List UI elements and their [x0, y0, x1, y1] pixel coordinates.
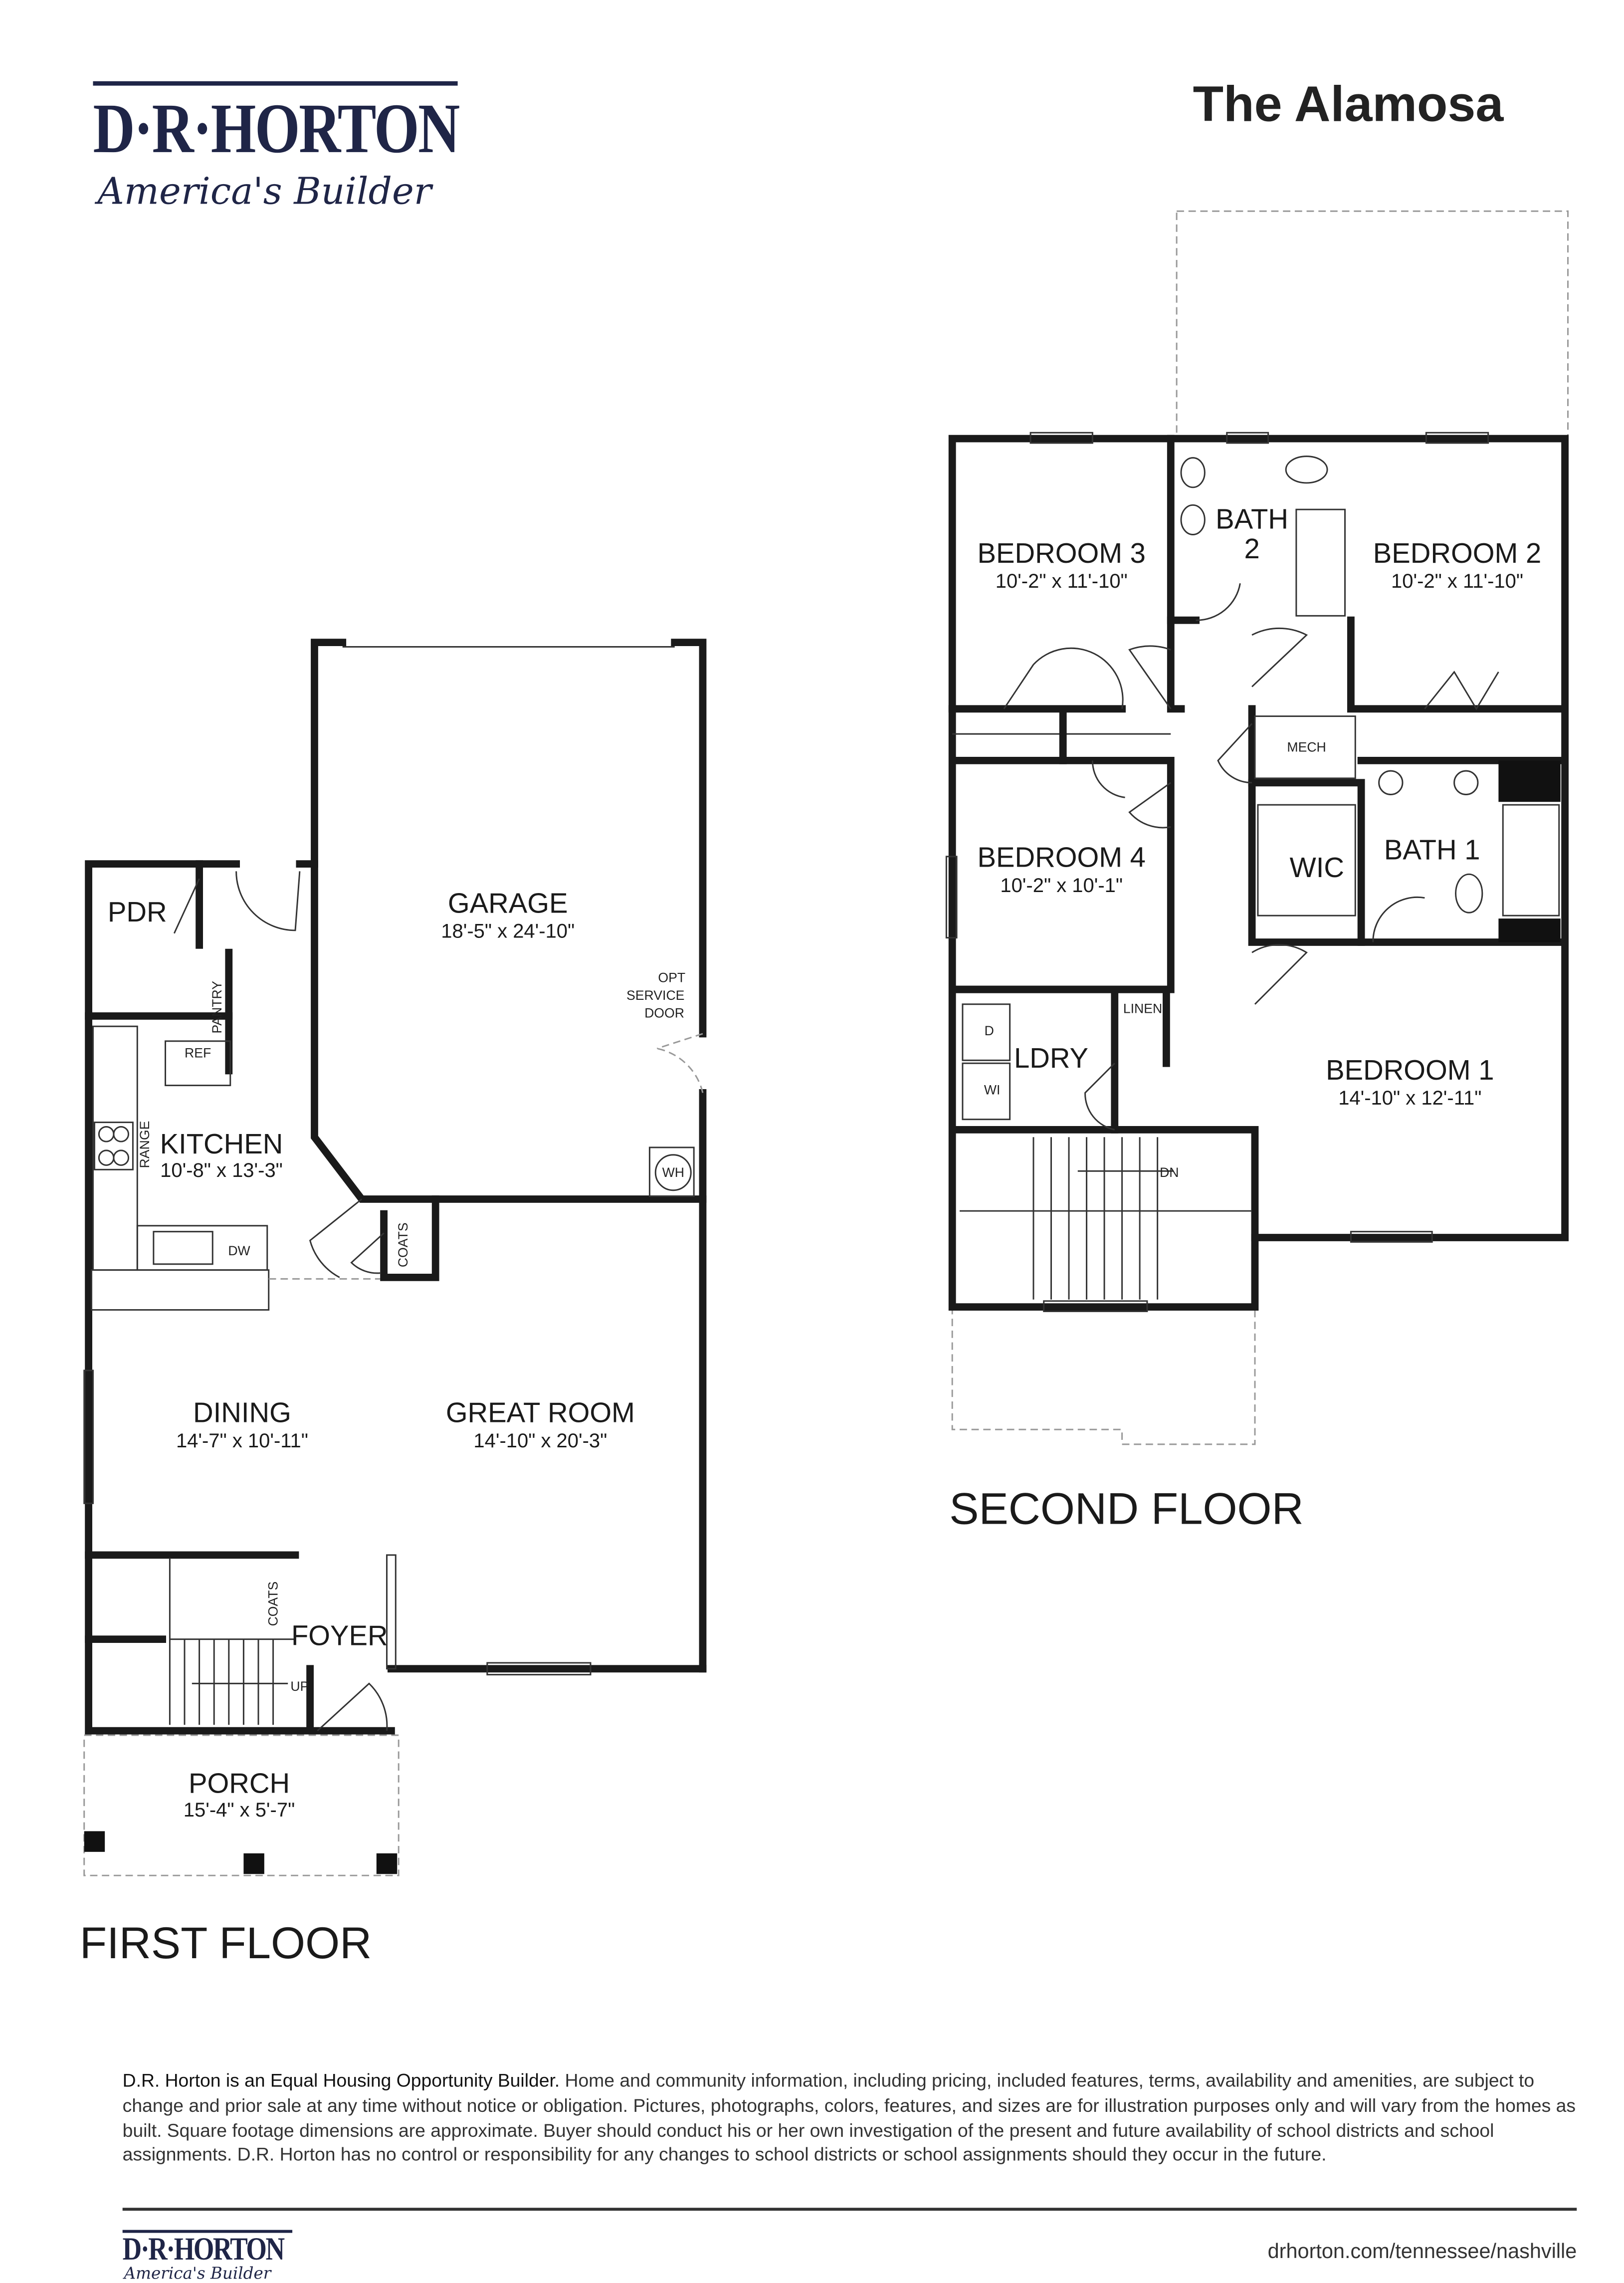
footer-logo-rule	[122, 2230, 293, 2233]
room-name-bedroom2: BEDROOM 2	[1373, 537, 1541, 569]
room-dims-bedroom4: 10'-2" x 10'-1"	[1000, 875, 1123, 897]
linen-label: LINEN	[1123, 1001, 1162, 1016]
plan-title: The Alamosa	[1193, 76, 1504, 133]
up-label: UP	[290, 1679, 309, 1694]
logo-rule	[93, 81, 458, 86]
dryer-label: D	[985, 1023, 994, 1038]
room-name-dining: DINING	[193, 1396, 291, 1428]
footer-logo-brand: D·R·HORTON	[122, 2230, 285, 2267]
foyer-coats-label: COATS	[265, 1582, 280, 1626]
porch-outline	[83, 1734, 400, 1876]
room-name-bedroom3: BEDROOM 3	[978, 537, 1146, 569]
coats-label: COATS	[396, 1222, 410, 1267]
room-name-ldry: LDRY	[1014, 1042, 1088, 1074]
opt-service-door-label-2: SERVICE	[626, 988, 684, 1003]
first-floor-label: FIRST FLOOR	[80, 1918, 372, 1968]
second-floor-label: SECOND FLOOR	[949, 1484, 1303, 1534]
disclaimer-lead: D.R. Horton is an Equal Housing Opportun…	[122, 2070, 560, 2091]
dw-label: DW	[228, 1243, 250, 1258]
room-name-porch: PORCH	[189, 1767, 290, 1799]
room-name-pdr: PDR	[108, 896, 167, 927]
garage-entry-door	[235, 871, 301, 931]
room-dims-kitchen: 10'-8" x 13'-3"	[160, 1159, 283, 1181]
room-name-kitchen: KITCHEN	[160, 1128, 283, 1159]
room-dims-bedroom3: 10'-2" x 11'-10"	[996, 570, 1128, 592]
ref-label: REF	[185, 1045, 211, 1060]
room-name-wic: WIC	[1290, 852, 1344, 883]
room-dims-bedroom2: 10'-2" x 11'-10"	[1391, 570, 1523, 592]
window	[83, 1370, 94, 1504]
room-dims-dining: 14'-7" x 10'-11"	[176, 1430, 308, 1452]
room-name-garage: GARAGE	[448, 887, 568, 918]
disclaimer: D.R. Horton is an Equal Housing Opportun…	[123, 2069, 1584, 2168]
dn-label: DN	[1160, 1165, 1179, 1180]
opt-service-door-label-1: OPT	[658, 970, 685, 985]
mech-label: MECH	[1287, 740, 1326, 755]
second-floor-plan: BEDROOM 3 10'-2" x 11'-10" BATH 2 BEDROO…	[945, 210, 1569, 1534]
room-dims-bedroom1: 14'-10" x 12'-11"	[1338, 1087, 1481, 1109]
disclaimer-text: Home and community information, includin…	[122, 2070, 1576, 2166]
room-name-bath1: BATH 1	[1384, 834, 1480, 866]
first-floor-plan: GARAGE 18'-5" x 24'-10" PDR KITCHEN 10'-…	[80, 639, 707, 1968]
pantry-label: PANTRY	[209, 981, 224, 1034]
room-dims-porch: 15'-4" x 5'-7"	[184, 1799, 295, 1821]
logo-tagline: America's Builder	[97, 170, 432, 213]
logo-brand: D·R·HORTON	[93, 90, 460, 169]
footer-logo-tagline: America's Builder	[124, 2264, 271, 2283]
room-dims-great-room: 14'-10" x 20'-3"	[473, 1430, 607, 1452]
room-name-great-room: GREAT ROOM	[446, 1396, 635, 1428]
range-label: RANGE	[137, 1121, 152, 1168]
footer-divider	[122, 2208, 1577, 2211]
room-name-bedroom1: BEDROOM 1	[1326, 1054, 1494, 1086]
room-name-bath2: BATH	[1216, 503, 1288, 535]
website-link[interactable]: drhorton.com/tennessee/nashville	[1267, 2239, 1577, 2263]
room-name-bath2-number: 2	[1244, 533, 1259, 564]
washer-label: WI	[984, 1082, 1001, 1097]
room-dims-garage: 18'-5" x 24'-10"	[441, 920, 575, 942]
wh-label: WH	[662, 1165, 684, 1180]
room-name-bedroom4: BEDROOM 4	[978, 842, 1146, 873]
room-name-foyer: FOYER	[291, 1619, 388, 1651]
window	[486, 1662, 592, 1676]
opt-service-door-label-3: DOOR	[644, 1005, 684, 1020]
service-door	[656, 1033, 704, 1093]
